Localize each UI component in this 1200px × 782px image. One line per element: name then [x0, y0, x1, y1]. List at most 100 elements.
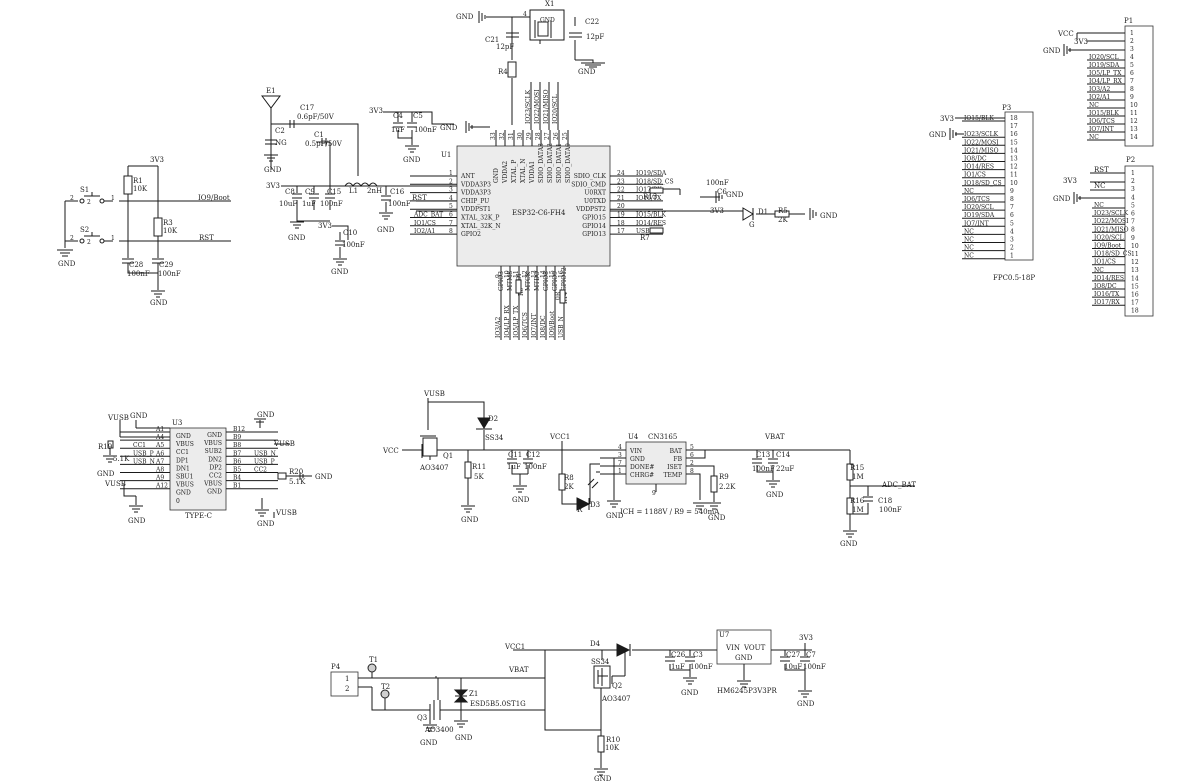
mcu-net-label: IO22/MOSI	[534, 89, 541, 124]
switch-section: 3V3 S1 S2 2 2 2 2 1 1 R1 10K R3 10K IO9/…	[57, 156, 231, 307]
resistor-r13	[649, 187, 664, 194]
diode-value: SS34	[591, 658, 610, 666]
cap-value: 100nF	[690, 663, 713, 671]
connector-net-label: IO17/RX	[1094, 299, 1120, 306]
resistor-ref: R15	[850, 464, 864, 472]
connector-ref: P4	[331, 663, 341, 671]
pin-number: 24	[617, 170, 625, 177]
cap-ref: C29	[159, 261, 173, 269]
diode-value: SS34	[485, 434, 504, 442]
resistor-r10	[597, 735, 605, 753]
connector-net-label: IO23/SCLK	[964, 131, 999, 138]
cap-ref: C14	[776, 451, 791, 459]
pin-number: 22	[617, 187, 625, 194]
pin-number: 10	[1010, 180, 1018, 187]
ldo-pin-gnd: GND	[735, 654, 753, 662]
pin-number: 12	[522, 270, 529, 278]
gnd-label: GND	[726, 191, 744, 199]
testpoint-t1	[367, 663, 377, 673]
net-3v3-label: 3V3	[940, 115, 954, 123]
pin-number: 4	[1010, 228, 1014, 235]
usbc-net-label: USB_N	[133, 458, 155, 465]
pin-number: 1	[449, 170, 453, 177]
pin-number: 1	[1131, 170, 1135, 177]
cap-value: 100nF	[803, 663, 826, 671]
usbc-pin-label: DN2	[208, 456, 222, 463]
connector-net-label: NC	[1094, 202, 1104, 209]
pin-number: 18	[1131, 308, 1139, 315]
mcu-pin-label: GND	[493, 168, 500, 183]
mcu-name: ESP32-C6-FH4	[512, 209, 566, 217]
usbc-pin-label: VBUS	[203, 481, 222, 488]
pin-number: 3	[1010, 237, 1014, 244]
mosfet-value: AO3407	[419, 464, 449, 472]
decoupling-top: 3V3 C4 1uF C5 100nF GND GND	[369, 107, 490, 164]
connector-net-label: IO22/MOSI	[964, 139, 999, 146]
gnd-label: GND	[264, 166, 282, 174]
connector-ref: P3	[1002, 104, 1011, 112]
usbc-pin-label: 0	[176, 498, 180, 505]
connector-net-label: IO16/TX	[1094, 291, 1120, 298]
net-io9boot-label: IO9/Boot	[198, 194, 230, 202]
p1-body	[1124, 25, 1154, 147]
pin-number: 10	[1131, 243, 1139, 250]
mcu-pin-label: XTAL_32K_P	[461, 215, 499, 222]
pin-number: B9	[233, 434, 241, 441]
gnd-label: GND	[128, 517, 146, 525]
cap-value: 100nF	[127, 270, 150, 278]
cap-value: 100nF	[524, 463, 547, 471]
pin-number: 4	[1131, 194, 1135, 201]
pin-number: 1	[618, 468, 622, 475]
crystal-ref: X1	[545, 0, 554, 8]
pin-number: 1	[111, 195, 115, 202]
connector-net-label: IO2/A1	[1089, 94, 1110, 101]
resistor-ref: R10	[606, 736, 620, 744]
pin-number: 13	[1010, 156, 1018, 163]
cap-value: 0.6pF/50V	[297, 113, 335, 121]
cap-value: 22uF	[776, 465, 794, 473]
mcu-net-label: IO17/RX	[636, 187, 662, 194]
pin-number: 7	[1131, 219, 1135, 226]
gnd-label: GND	[288, 234, 306, 242]
cap-ref: C1	[314, 131, 324, 139]
mcu-pin-label: SDIO_DATA3	[538, 143, 545, 183]
pin-number: A6	[155, 450, 164, 457]
pin-number: 5	[1010, 220, 1014, 227]
pin-number: 10	[504, 270, 511, 278]
net-vusb-label: VUSB	[107, 414, 129, 422]
gnd-label: GND	[257, 520, 275, 528]
usbc-net-label: USB_N	[254, 450, 276, 457]
pin-number: 2	[1131, 178, 1135, 185]
mcu-pin-label: GPIO15	[582, 215, 606, 222]
pin-number: 20	[617, 203, 625, 210]
cap-ref: C15	[327, 188, 341, 196]
resistor-r7	[649, 227, 664, 234]
pin-number: 16	[1010, 131, 1018, 138]
mcu-net-label: IO5/LP_TX	[513, 305, 520, 338]
resistor-value: 10K	[133, 185, 148, 193]
net-vusb-label: VUSB	[104, 480, 126, 488]
pin-number: 6	[1010, 212, 1014, 219]
connector-net-label: IO22/MOSI	[1094, 218, 1129, 225]
cap-ref: C10	[343, 229, 357, 237]
cap-ref: C7	[806, 651, 816, 659]
net-vbat-label: VBAT	[764, 433, 785, 441]
resistor-value: 1M	[852, 506, 864, 514]
usbc-pin-label: GND	[207, 432, 222, 439]
resistor-value: 10K	[163, 227, 178, 235]
pin-number: 5	[1130, 62, 1134, 69]
mcu-pin-label: GPIO9	[552, 271, 559, 291]
resistor-value: 5K	[474, 473, 484, 481]
connector-net-label: IO20/SCL	[1094, 234, 1124, 241]
connector-ref: P1	[1124, 17, 1133, 25]
pin-number: B1	[233, 483, 241, 490]
charger-pin-label: VIN	[629, 448, 642, 455]
switch-ref: S2	[80, 226, 89, 234]
resistor-value: 0R	[555, 291, 562, 300]
pin-number: 12	[1130, 118, 1138, 125]
connector-net-label: IO14/RES	[964, 164, 994, 171]
diode-ref: D4	[590, 640, 601, 648]
net-3v3-label: 3V3	[1063, 177, 1077, 185]
pin-number: 2	[345, 685, 349, 693]
cap-ref: C8	[285, 188, 295, 196]
